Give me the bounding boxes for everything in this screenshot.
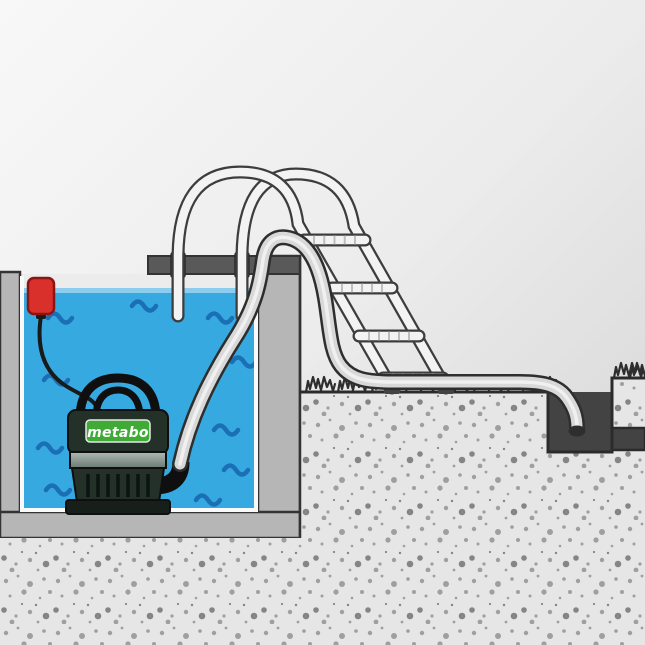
- pool-left-wall: [0, 270, 22, 540]
- pool-right-wall: [256, 254, 302, 540]
- pump-brand-plate: [85, 419, 151, 443]
- float-switch: [26, 276, 56, 316]
- water-wave: [35, 441, 65, 455]
- water-wave: [229, 355, 259, 369]
- ladder-rail-back: [237, 169, 451, 393]
- pool-basin: [0, 254, 302, 540]
- pump-steel-band: [69, 451, 167, 469]
- grass-tuft: [628, 361, 645, 380]
- pool-inner-wall-above-water: [20, 274, 258, 290]
- pump-base: [65, 499, 171, 515]
- pump-handle-outer: [75, 373, 161, 423]
- pump-brand-label: metabo: [87, 425, 149, 441]
- float-switch-cable: [37, 314, 98, 408]
- hose-highlight: [178, 235, 579, 466]
- hose-open-end: [568, 425, 586, 437]
- pump-vent-slots: [86, 474, 150, 497]
- pump-handle-inner: [92, 386, 144, 422]
- water-wave: [221, 463, 251, 477]
- water-surface: [20, 288, 258, 293]
- water-wave: [193, 493, 223, 507]
- float-switch-group: [26, 276, 98, 408]
- submersible-pump: metabo: [65, 373, 190, 515]
- water-wave: [211, 423, 241, 437]
- water-wave: [43, 483, 73, 497]
- drain-outlet-pipe: [610, 426, 645, 452]
- ground-surface-outline: [300, 376, 645, 454]
- ladder-rail-front: [173, 167, 397, 393]
- water-waves: [35, 299, 259, 507]
- pool-bottom-slab: [0, 510, 302, 540]
- water-wave: [205, 311, 235, 325]
- drain-hose: [172, 229, 586, 472]
- ground-concrete: [0, 378, 645, 645]
- water-wave: [129, 299, 159, 313]
- grass-tuft: [304, 375, 337, 394]
